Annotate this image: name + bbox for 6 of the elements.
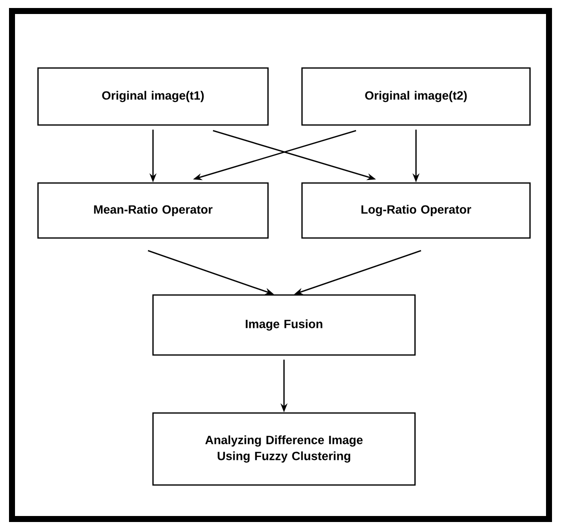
process-box: Image Fusion <box>152 294 416 356</box>
process-box: Mean-Ratio Operator <box>37 182 269 239</box>
process-box: Analyzing Difference Image Using Fuzzy Clustering <box>152 412 416 486</box>
process-box: Original image(t2) <box>301 67 531 126</box>
process-box: Log-Ratio Operator <box>301 182 531 239</box>
process-box: Original image(t1) <box>37 67 269 126</box>
